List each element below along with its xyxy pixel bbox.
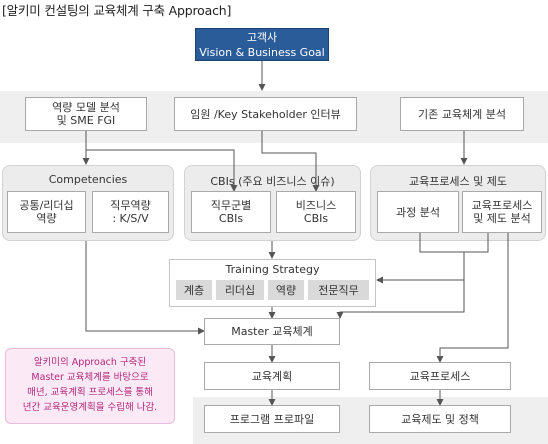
goal-vision: Vision & Business Goal (199, 45, 325, 59)
training-strategy-title: Training Strategy (225, 263, 320, 276)
business-cbis-box: 비즈니스 CBIs (276, 191, 356, 233)
edu-process-title: 교육프로세스 및 제도 (408, 175, 508, 188)
goal-client: 고객사 (246, 30, 278, 44)
ts-chip-expert-job: 전문직무 (308, 280, 369, 300)
edu-process-output-box: 교육프로세스 (369, 362, 511, 390)
program-profile-box: 프로그램 프로파일 (204, 405, 340, 433)
interview-box: 임원 /Key Stakeholder 인터뷰 (174, 97, 357, 131)
master-system-box: Master 교육체계 (204, 318, 340, 345)
competencies-title: Competencies (48, 173, 128, 186)
edu-plan-box: 교육계획 (204, 362, 340, 390)
job-group-cbis-box: 직무군별 CBIs (191, 191, 271, 233)
system-policy-box: 교육제도 및 정책 (369, 405, 511, 433)
process-system-analysis-box: 교육프로세스 및 제도 분석 (462, 191, 542, 233)
ts-chip-hierarchy: 계층 (176, 280, 212, 300)
common-leadership-box: 공통/리더십 역량 (7, 191, 86, 233)
competency-model-box: 역량 모델 분석 및 SME FGI (25, 97, 147, 131)
existing-analysis-box: 기존 교육체계 분석 (400, 97, 524, 131)
cbis-title: CBIs (주요 비즈니스 이슈) (210, 175, 335, 188)
ts-chip-competency: 역량 (268, 280, 304, 300)
ts-chip-leadership: 리더십 (216, 280, 264, 300)
goal-box: 고객사 Vision & Business Goal (195, 28, 329, 61)
approach-note: 알키미의 Approach 구축된 Master 교육체계를 바탕으로 매년, … (5, 348, 175, 424)
course-analysis-box: 과정 분석 (377, 191, 459, 233)
page-title: [알키미 컨설팅의 교육체계 구축 Approach] (2, 3, 232, 18)
job-competency-box: 직무역량 : K/S/V (92, 191, 169, 233)
